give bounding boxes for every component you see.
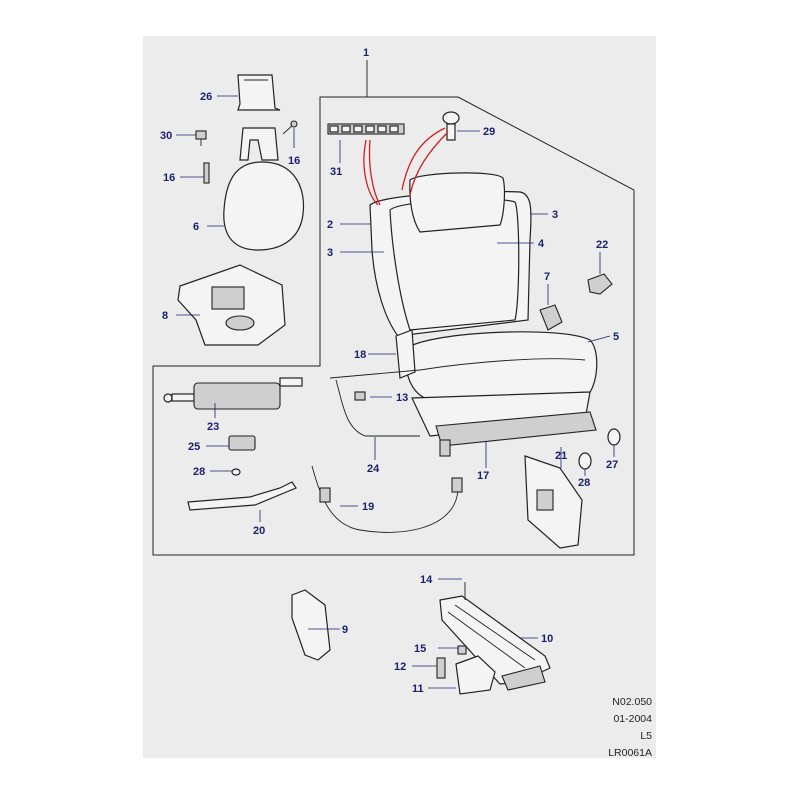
- clip-part: [442, 111, 460, 141]
- callout-25: 25: [188, 441, 200, 453]
- link-rod-part: [187, 481, 297, 511]
- armrest-part: [439, 595, 551, 691]
- reference-date: 01-2004: [613, 713, 652, 725]
- callout-11: 11: [412, 683, 424, 695]
- reference-level: L5: [640, 730, 652, 742]
- callout-16a: 16: [288, 155, 300, 167]
- callout-28b: 28: [578, 477, 590, 489]
- cable-part: [311, 465, 459, 533]
- reference-code: N02.050: [612, 696, 652, 708]
- cap-28-part: [578, 452, 592, 470]
- seat-cushion-part: [404, 331, 598, 401]
- callout-29: 29: [483, 126, 495, 138]
- callout-22: 22: [596, 239, 608, 251]
- callout-15: 15: [414, 643, 426, 655]
- callout-19: 19: [362, 501, 374, 513]
- callout-4: 4: [538, 238, 545, 250]
- callout-28a: 28: [193, 466, 205, 478]
- seat-base-part: [411, 391, 597, 457]
- callout-30: 30: [160, 130, 172, 142]
- callout-8: 8: [162, 310, 168, 322]
- headrest-guide-part: [237, 74, 281, 111]
- wire-red-2: [363, 139, 379, 206]
- wire-red-4: [409, 131, 449, 196]
- nut-15-part: [457, 645, 467, 655]
- callout-18: 18: [354, 349, 366, 361]
- callout-1: 1: [363, 47, 369, 59]
- seat-back-part: [369, 172, 532, 337]
- wire-red-1: [368, 139, 381, 206]
- screw-16-part: [203, 120, 298, 184]
- handle-part: [228, 435, 256, 451]
- callout-17: 17: [477, 470, 489, 482]
- reference-drawing-id: LR0061A: [608, 747, 652, 759]
- callout-20: 20: [253, 525, 265, 537]
- release-rod-part: [329, 369, 421, 437]
- bracket-11-part: [455, 655, 496, 695]
- tray-part: [177, 264, 286, 346]
- bracket-22-part: [587, 273, 613, 295]
- leader-lines: [176, 95, 615, 689]
- wire-red-3: [401, 127, 446, 191]
- callout-9: 9: [342, 624, 348, 636]
- callout-7: 7: [544, 271, 550, 283]
- callout-12: 12: [394, 661, 406, 673]
- assembly-frame: [152, 96, 635, 556]
- cable-end-2-part: [451, 477, 463, 493]
- cable-end-part: [319, 487, 331, 503]
- headrest-part: [223, 127, 305, 251]
- callout-3a: 3: [327, 247, 333, 259]
- handle-9-part: [291, 589, 331, 661]
- callout-23: 23: [207, 421, 219, 433]
- bolt-13-part: [354, 391, 366, 401]
- callout-10: 10: [541, 633, 553, 645]
- label-strip-part: [327, 123, 405, 135]
- callout-6: 6: [193, 221, 199, 233]
- callout-31: 31: [330, 166, 342, 178]
- bolt-12-part: [436, 657, 446, 679]
- grommet-27-part: [607, 428, 621, 446]
- screw-30-part: [195, 130, 207, 146]
- callout-27: 27: [606, 459, 618, 471]
- callout-5: 5: [613, 331, 619, 343]
- callout-2: 2: [327, 219, 333, 231]
- callout-14: 14: [420, 574, 433, 586]
- side-trim-part: [395, 329, 416, 379]
- callout-26: 26: [200, 91, 212, 103]
- callout-16b: 16: [163, 172, 175, 184]
- callout-13: 13: [396, 392, 408, 404]
- mechanism-21-detail: [536, 489, 554, 511]
- callout-3b: 3: [552, 209, 558, 221]
- recliner-lever-part: [539, 304, 563, 331]
- callout-21: 21: [555, 450, 567, 462]
- gas-strut-part: [163, 377, 303, 410]
- callout-24: 24: [367, 463, 380, 475]
- ring-28-part: [231, 468, 241, 476]
